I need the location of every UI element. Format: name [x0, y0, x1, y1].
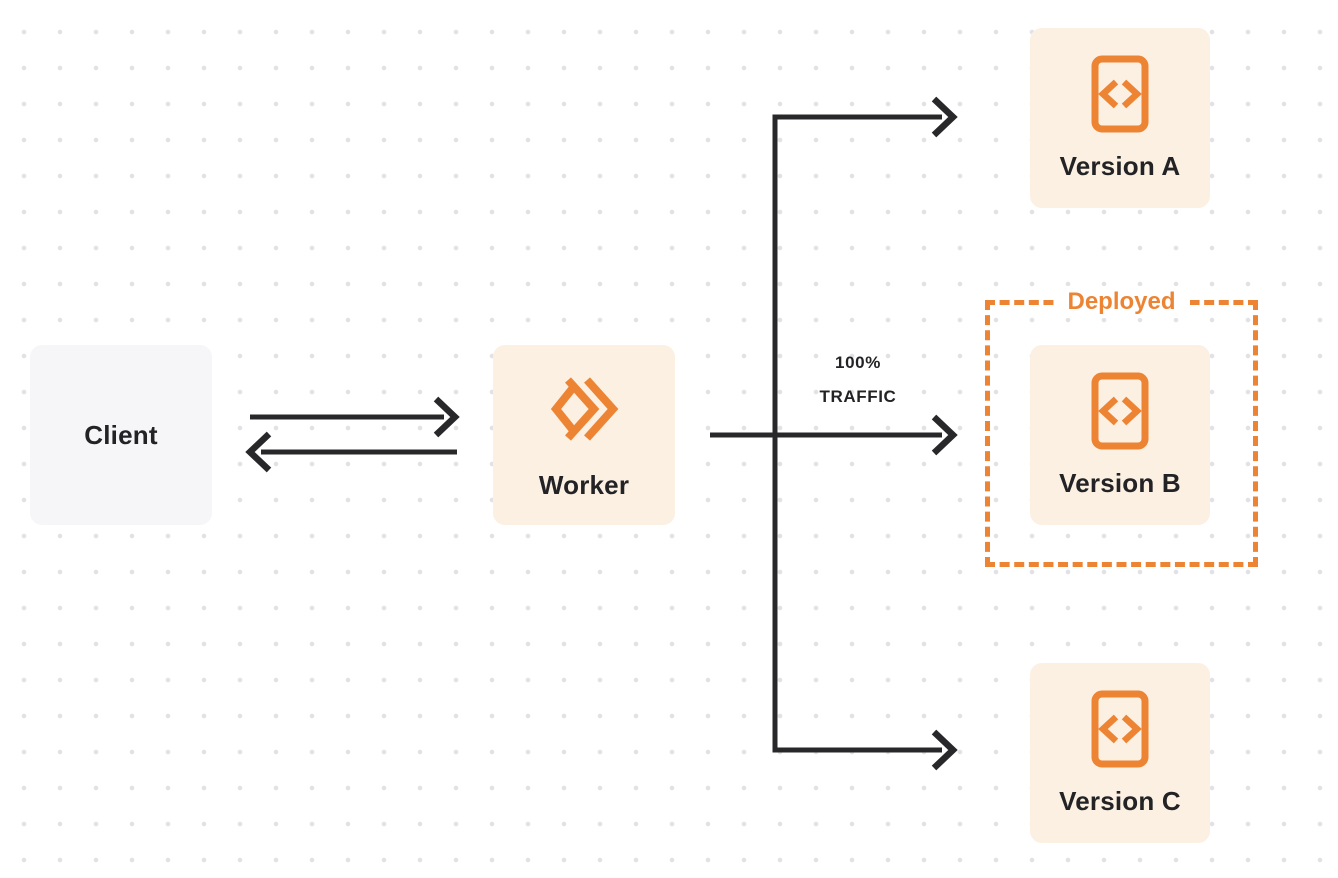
worker-to-client-arrow — [245, 431, 457, 473]
version-a-node: Version A — [1030, 28, 1210, 208]
worker-to-version-c-arrow — [772, 430, 958, 771]
code-file-icon — [1091, 690, 1149, 768]
code-file-icon — [1091, 55, 1149, 133]
client-node: Client — [30, 345, 212, 525]
version-b-label: Version B — [1059, 467, 1181, 498]
traffic-annotation: 100% TRAFFIC — [788, 346, 928, 414]
version-a-label: Version A — [1059, 150, 1181, 181]
client-to-worker-arrow — [250, 396, 460, 438]
client-label: Client — [84, 419, 158, 450]
traffic-word-text: TRAFFIC — [819, 387, 897, 406]
deployed-label: Deployed — [1053, 286, 1190, 318]
workers-chevrons-icon — [546, 376, 622, 442]
version-c-label: Version C — [1059, 785, 1181, 816]
traffic-percent-text: 100% — [835, 353, 881, 372]
version-c-node: Version C — [1030, 663, 1210, 843]
worker-label: Worker — [538, 469, 630, 500]
deployed-frame: Deployed — [985, 286, 1258, 567]
worker-node: Worker — [493, 345, 675, 525]
code-file-icon — [1091, 372, 1149, 450]
version-b-node: Version B — [1030, 345, 1210, 525]
worker-to-version-b-arrow — [710, 414, 958, 456]
